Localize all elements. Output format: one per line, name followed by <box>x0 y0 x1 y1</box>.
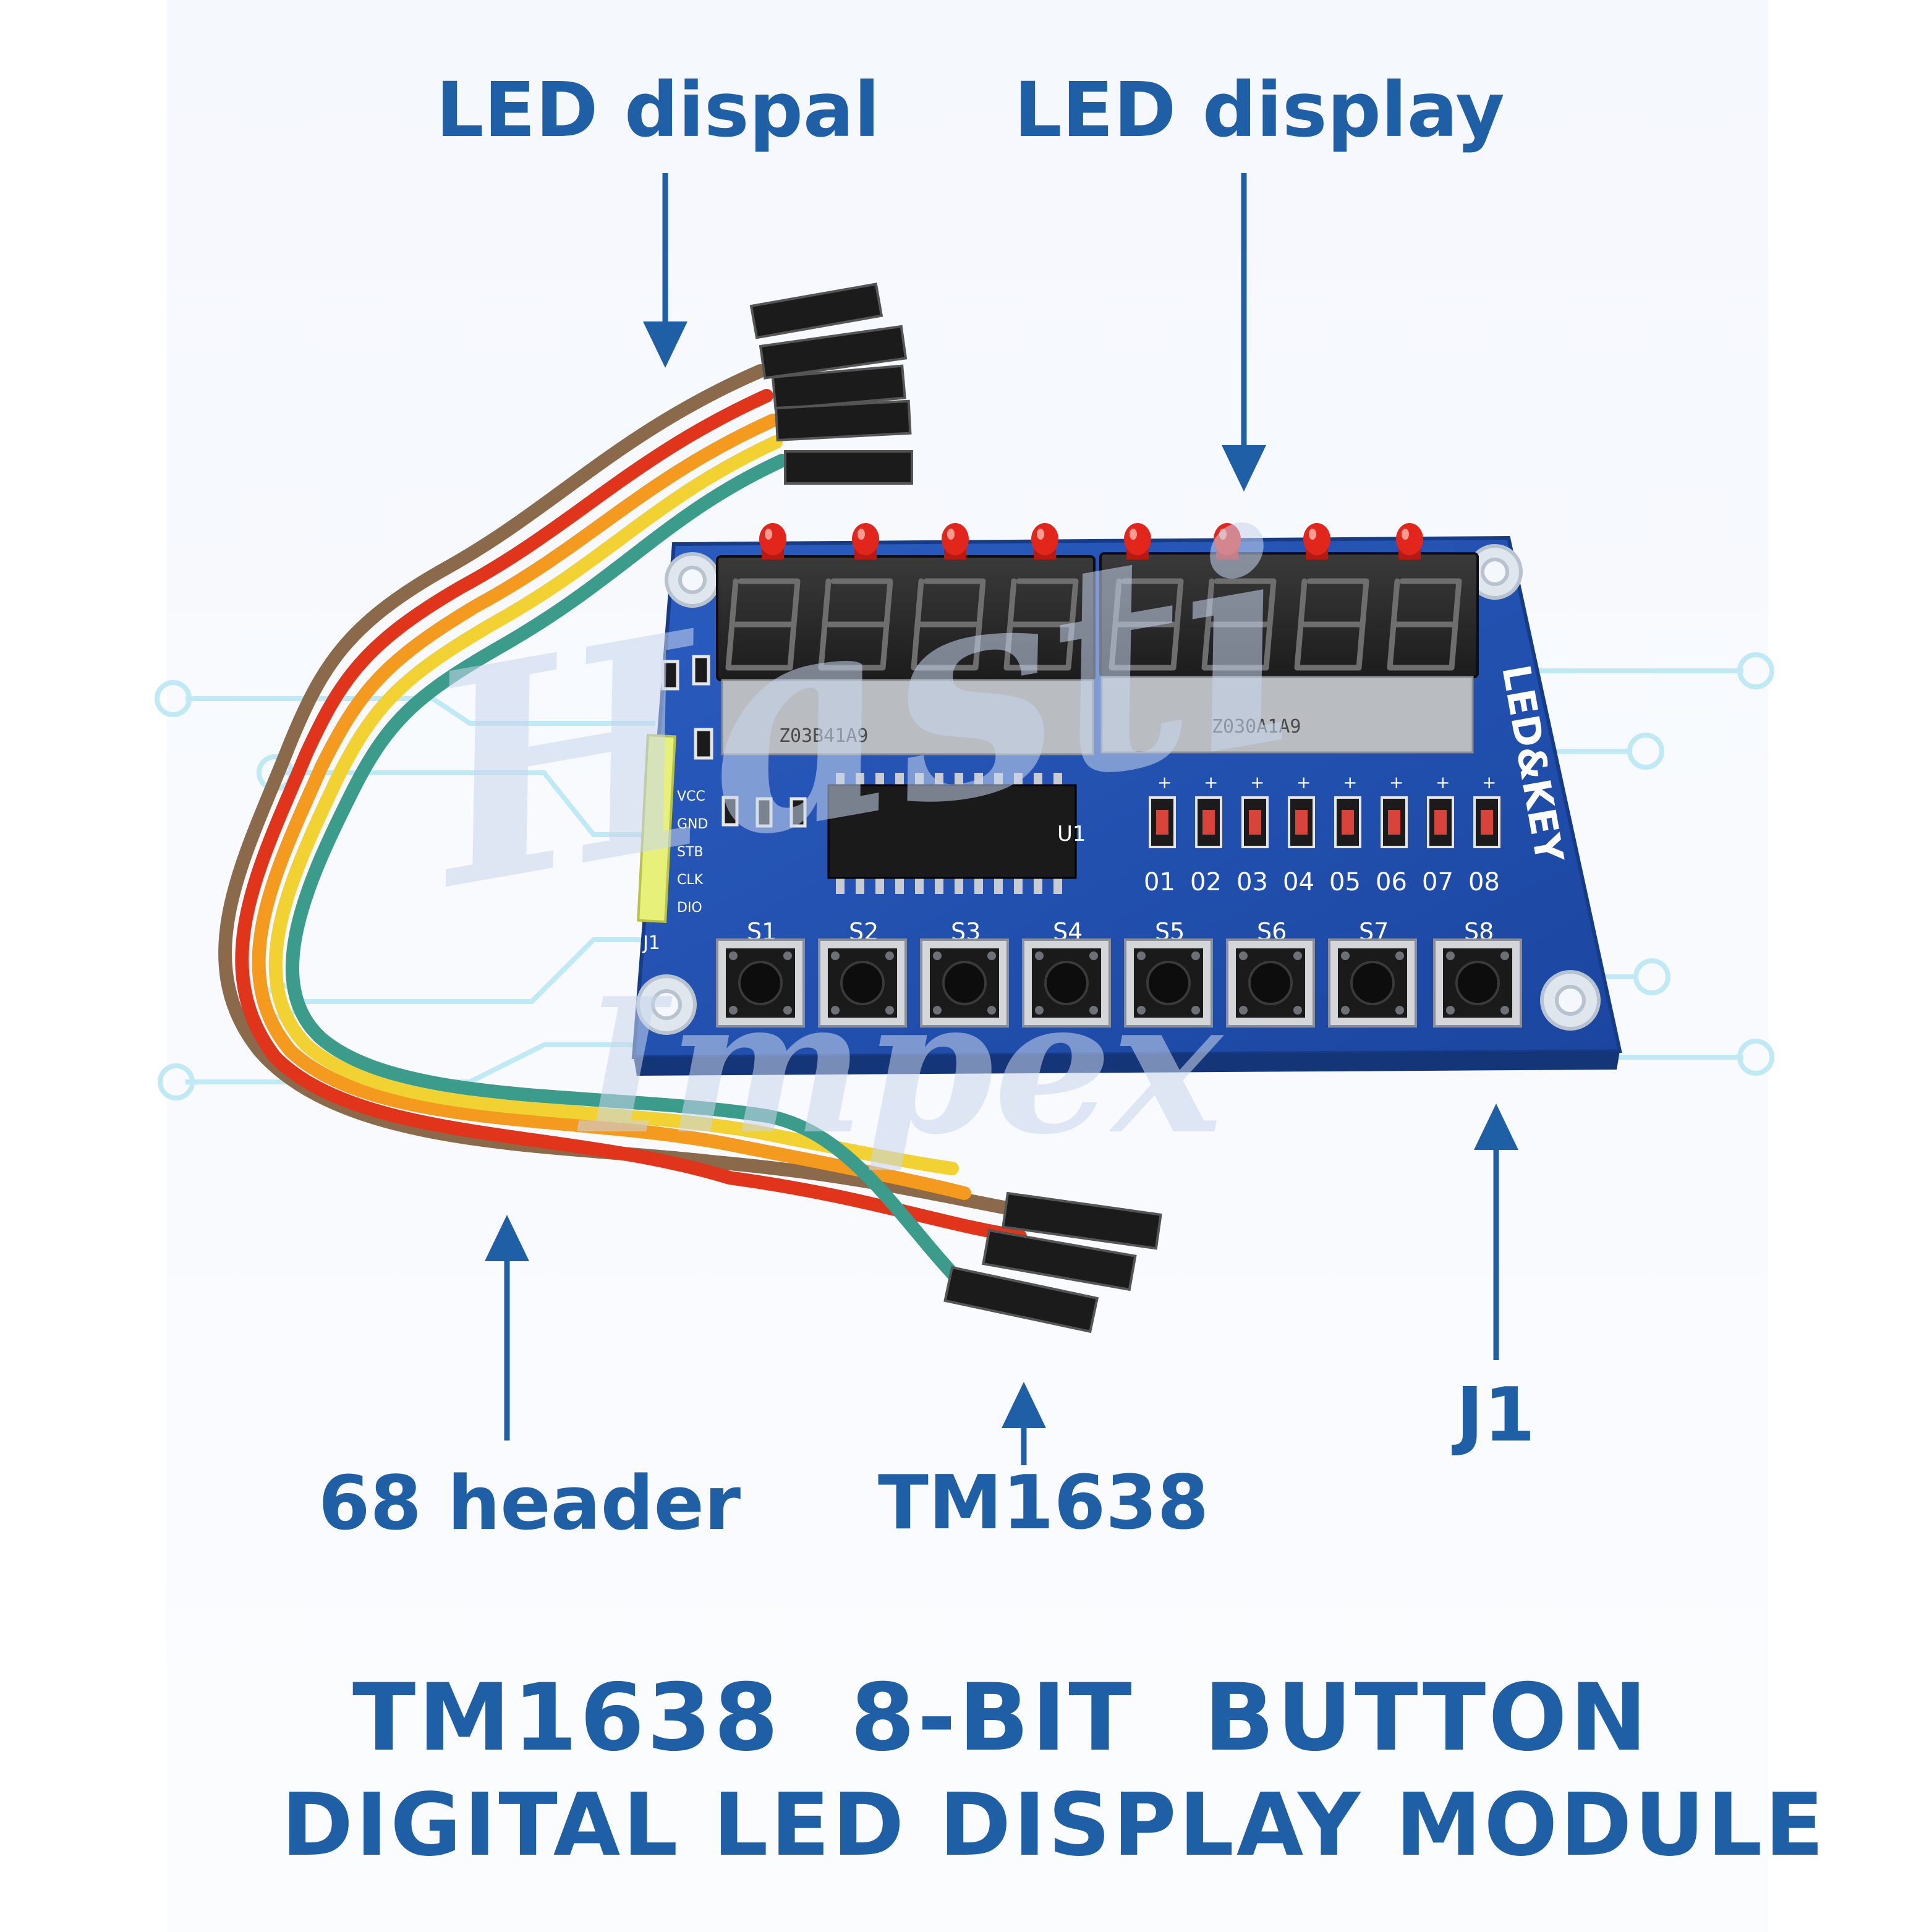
red-led-6 <box>1214 523 1241 560</box>
digit-2 <box>818 578 893 671</box>
button-s3: S3 <box>920 918 1009 1028</box>
smd-led-4: +04 <box>1283 772 1315 896</box>
pin-label-2: GND <box>677 817 708 832</box>
button-s5: S5 <box>1124 918 1213 1028</box>
led-label-6: 06 <box>1376 868 1407 896</box>
red-led-7 <box>1303 523 1330 560</box>
led-label-7: 07 <box>1422 868 1453 896</box>
svg-text:+: + <box>1482 772 1496 793</box>
svg-text:+: + <box>1436 772 1450 793</box>
callout-j1: J1 <box>1452 1372 1535 1458</box>
j1-pin-header: VCC GND STB CLK DIO J1 <box>637 733 708 954</box>
red-led-4 <box>1031 523 1058 560</box>
pin-label-5: DIO <box>677 900 702 916</box>
button-s2: S2 <box>818 918 907 1028</box>
seven-segment-digits <box>725 578 1462 671</box>
pcb-board: Z03B41A9 Z030A1A9 LED&KEY U1 VCCGNDSTBCL… <box>631 523 1622 1076</box>
button-s4: S4 <box>1022 918 1111 1028</box>
pin-label-4: CLK <box>677 872 704 888</box>
red-led-3 <box>942 523 969 560</box>
indicator-leds <box>759 523 1423 560</box>
watermark-impex: Impex <box>576 957 1225 1175</box>
red-led-5 <box>1124 523 1151 560</box>
pin-label-1: VCC <box>677 789 705 804</box>
seven-segment-display-left <box>716 555 1096 755</box>
button-s1: S1 <box>716 918 805 1028</box>
button-s7: S7 <box>1328 918 1417 1028</box>
smd-led-8: +08 <box>1468 772 1500 896</box>
tm1638-chip: U1 <box>827 773 1086 894</box>
display-code-left: Z03B41A9 <box>779 725 869 747</box>
smd-led-2: +02 <box>1190 772 1222 896</box>
svg-text:+: + <box>1204 772 1218 793</box>
callout-68-header: 68 header <box>318 1461 741 1547</box>
seven-segment-display-right <box>1099 552 1479 754</box>
smd-components <box>661 655 807 828</box>
red-led-8 <box>1396 523 1423 560</box>
top-dupont-connectors <box>749 283 913 485</box>
smd-led-7: +07 <box>1422 772 1454 896</box>
callout-led-dispal: LED dispal <box>436 66 880 154</box>
svg-text:+: + <box>1343 772 1357 793</box>
callout-arrows <box>485 173 1518 1465</box>
mounting-holes <box>636 544 1601 1035</box>
callout-tm1638: TM1638 <box>878 1460 1209 1546</box>
smd-led-1: +01 <box>1144 772 1176 896</box>
digit-5 <box>1109 578 1184 671</box>
svg-text:+: + <box>1250 772 1264 793</box>
chip-label: U1 <box>1057 822 1086 846</box>
led-label-3: 03 <box>1236 868 1268 896</box>
smd-led-5: +05 <box>1329 772 1361 896</box>
led-label-5: 05 <box>1329 868 1361 896</box>
digit-1 <box>725 578 801 671</box>
led-label-1: 01 <box>1144 868 1175 896</box>
svg-text:+: + <box>1389 772 1403 793</box>
led-label-8: 08 <box>1468 868 1500 896</box>
display-code-right: Z030A1A9 <box>1212 716 1301 738</box>
button-s8: S8 <box>1433 918 1522 1028</box>
jumper-wire-ribbon <box>218 364 1033 1293</box>
digit-6 <box>1201 578 1277 671</box>
j1-board-label: J1 <box>642 932 660 954</box>
svg-text:+: + <box>1157 772 1172 793</box>
led-label-2: 02 <box>1190 868 1222 896</box>
pin-label-3: STB <box>677 845 704 860</box>
title-line-1: TM1638 8-BIT BUTTON <box>352 1664 1649 1772</box>
led-row: +01+02+03+04+05+06+07+08 <box>1144 772 1500 896</box>
digit-7 <box>1294 578 1369 671</box>
button-s6: S6 <box>1226 918 1315 1028</box>
title-line-2: DIGITAL LED DISPLAY MODULE <box>281 1775 1826 1876</box>
svg-text:+: + <box>1296 772 1311 793</box>
bottom-dupont-connectors <box>943 1191 1162 1334</box>
digit-3 <box>911 578 986 671</box>
digit-8 <box>1387 578 1462 671</box>
red-led-2 <box>852 523 879 560</box>
red-led-1 <box>759 523 786 560</box>
led-label-4: 04 <box>1283 868 1314 896</box>
digit-4 <box>1003 578 1079 671</box>
smd-led-3: +03 <box>1236 772 1269 896</box>
callout-led-display: LED display <box>1014 66 1505 154</box>
smd-led-6: +06 <box>1376 772 1408 896</box>
